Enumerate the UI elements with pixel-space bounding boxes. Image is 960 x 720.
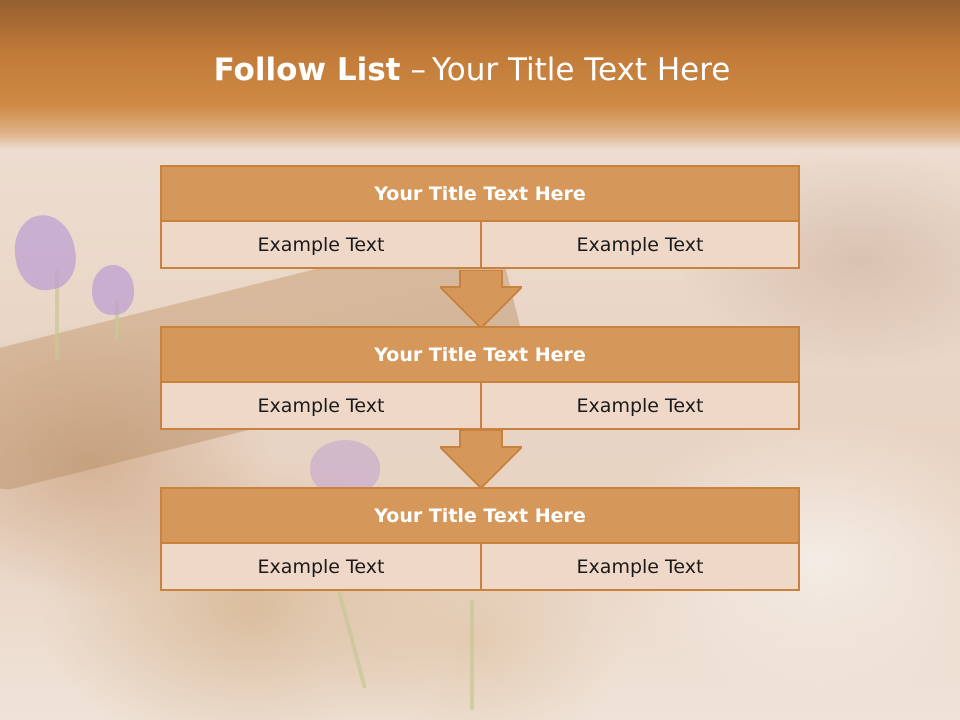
slide-title: Follow List–Your Title Text Here [0,52,944,88]
step-header: Your Title Text Here [162,489,798,544]
background-stem [470,600,474,710]
background-crocus [92,265,134,315]
step-header: Your Title Text Here [162,328,798,383]
step-header: Your Title Text Here [162,167,798,222]
down-arrow-icon [440,430,522,490]
title-band [0,0,960,150]
background-stem [115,300,119,340]
step-cell-left: Example Text [162,383,480,428]
background-crocus [310,440,380,495]
step-box: Your Title Text Here Example Text Exampl… [160,165,800,269]
title-bold-text: Follow List [213,52,401,88]
background-stem [337,591,367,689]
step-cell-right: Example Text [482,383,798,428]
title-rest-text: Your Title Text Here [431,52,731,88]
background-crocus [8,210,82,295]
step-cell-left: Example Text [162,222,480,267]
down-arrow-icon [440,270,522,330]
step-cell-right: Example Text [482,544,798,589]
step-box: Your Title Text Here Example Text Exampl… [160,487,800,591]
step-cell-right: Example Text [482,222,798,267]
background-stem [55,270,59,360]
step-box: Your Title Text Here Example Text Exampl… [160,326,800,430]
title-separator: – [410,52,426,88]
step-cell-left: Example Text [162,544,480,589]
